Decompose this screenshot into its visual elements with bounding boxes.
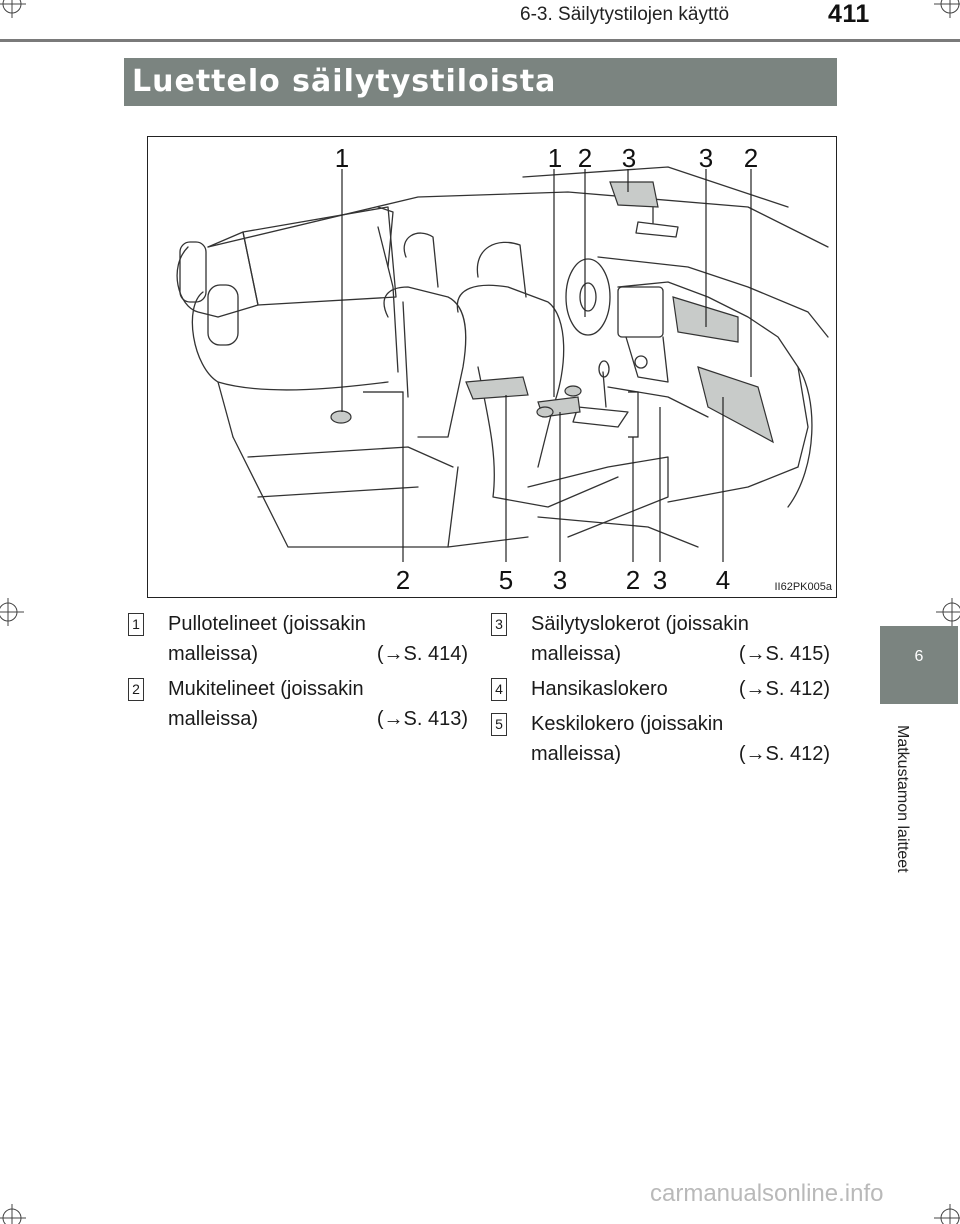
- callout-bottom-6: 4: [716, 565, 730, 595]
- callout-bottom-2: 5: [499, 565, 513, 595]
- chapter-number: 6: [914, 648, 924, 665]
- page-title: Luettelo säilytystiloista: [132, 64, 557, 99]
- page-reference: (→S. 412): [738, 678, 830, 700]
- legend-text-cont: malleissa): [168, 643, 259, 665]
- legend-text: Säilytyslokerot (joissakin: [531, 613, 749, 635]
- callout-top-5: 3: [699, 143, 713, 173]
- callout-top-1: 1: [335, 143, 349, 173]
- callout-bottom-5: 3: [653, 565, 667, 595]
- legend-item-1: 1 Pullotelineet (joissakin malleissa) (→…: [128, 609, 468, 669]
- legend-text-cont: malleissa): [531, 643, 622, 665]
- legend-text: Mukitelineet (joissakin: [168, 678, 364, 700]
- legend-item-5: 5 Keskilokero (joissakin malleissa) (→S.…: [491, 709, 830, 769]
- page-reference: (→S. 415): [738, 643, 830, 665]
- chapter-label-text: Matkustamon laitteet: [894, 725, 911, 873]
- legend-number: 4: [491, 678, 507, 701]
- callout-bottom-3: 3: [553, 565, 567, 595]
- page-reference: (→S. 412): [738, 743, 830, 765]
- callout-top-3: 2: [578, 143, 592, 173]
- legend-item-2: 2 Mukitelineet (joissakin malleissa) (→S…: [128, 674, 468, 734]
- legend-item-4: 4 Hansikaslokero (→S. 412): [491, 674, 830, 704]
- legend-text-cont: malleissa): [531, 743, 622, 765]
- header-divider: [0, 39, 960, 42]
- legend-text: Hansikaslokero: [531, 678, 668, 700]
- section-header: 6-3. Säilytystilojen käyttö: [520, 4, 730, 25]
- page-reference: (→S. 413): [376, 708, 468, 730]
- figure-id: II62PK005a: [774, 581, 833, 593]
- watermark: carmanualsonline.info: [650, 1180, 884, 1207]
- legend-number: 3: [491, 613, 507, 636]
- car-interior-drawing: 1 1 2 3 3 2 2 5 3 2 3 4: [176, 143, 829, 595]
- title-bar: Luettelo säilytystiloista: [124, 58, 837, 106]
- legend-item-3: 3 Säilytyslokerot (joissakin malleissa) …: [491, 609, 830, 669]
- callout-top-6: 2: [744, 143, 758, 173]
- page-reference: (→S. 414): [376, 643, 468, 665]
- callout-top-2: 1: [548, 143, 562, 173]
- page-number: 411: [828, 0, 870, 28]
- legend-number: 1: [128, 613, 144, 636]
- legend-text: Pullotelineet (joissakin: [168, 613, 366, 635]
- callout-top-4: 3: [622, 143, 636, 173]
- interior-illustration: 1 1 2 3 3 2 2 5 3 2 3 4 II62PK005a: [147, 136, 837, 598]
- legend-text: Keskilokero (joissakin: [531, 713, 724, 735]
- legend-number: 2: [128, 678, 144, 701]
- legend-text-cont: malleissa): [168, 708, 259, 730]
- callout-bottom-1: 2: [396, 565, 410, 595]
- chapter-tab: 6: [880, 626, 958, 704]
- legend-number: 5: [491, 713, 507, 736]
- callout-bottom-4: 2: [626, 565, 640, 595]
- chapter-label: Matkustamon laitteet: [882, 716, 922, 896]
